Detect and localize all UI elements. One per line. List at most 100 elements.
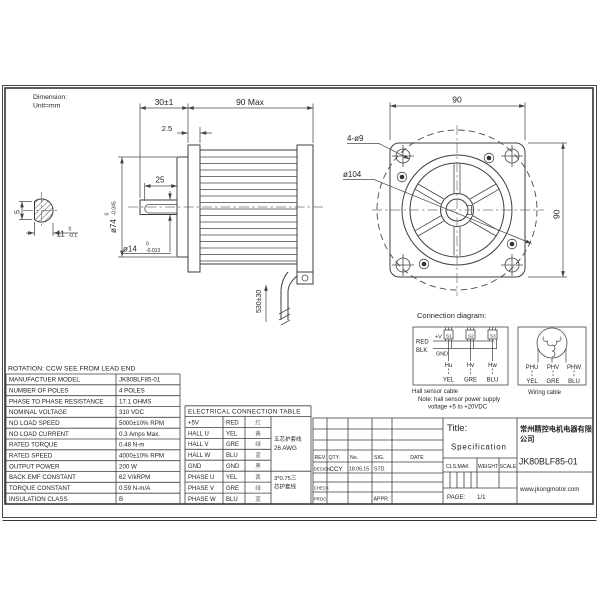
elec-table-title: ELECTRICAL CONNECTION TABLE: [188, 409, 301, 416]
company-name-line2: 公司: [520, 435, 534, 444]
spec-value: 0.48 N-m: [119, 442, 144, 449]
elec-color: RED: [226, 420, 239, 426]
elec-signal: PHASE U: [188, 475, 214, 481]
connection-title: Connection diagram:: [417, 311, 486, 320]
label-corner-holes: 4-ø9: [347, 134, 364, 143]
spec-label: MANUFACTUER MODEL: [9, 377, 80, 384]
hall-plusv-label: +V: [435, 335, 442, 341]
dim-boss-diameter: ø74: [109, 219, 118, 233]
hall-color-gre: GRE: [464, 378, 477, 384]
page-label: PAGE:: [447, 494, 466, 501]
wiring-diagram: PHU PHV PHW YEL GRE BLU: [517, 326, 587, 386]
title-value: Specification: [451, 443, 507, 452]
elec-cable1-line1: 五芯护套线: [274, 435, 302, 443]
wiring-pin-phu: PHU: [526, 365, 539, 371]
elec-signal: PHASE V: [188, 486, 214, 492]
hall-pin-hv: Hv: [467, 363, 474, 369]
title-label: Title:: [447, 423, 467, 434]
dim-shaft-tol-top: 0: [146, 242, 149, 248]
rev-header: REV.: [315, 455, 327, 461]
hall-note-1: Note: hall sensor power supply: [418, 397, 500, 403]
dim-keyway-length: 25: [156, 176, 165, 185]
elec-signal: HALL V: [188, 442, 208, 448]
dim-front-width: 90: [452, 95, 462, 105]
elec-color: YEL: [226, 431, 238, 437]
spec-value: B: [119, 496, 123, 503]
spec-value: 4 POLES: [119, 387, 145, 394]
shaft-section-view: 5 11 0 -0.1: [15, 192, 78, 239]
elec-signal: HALL W: [188, 453, 210, 459]
dim-cable-length: 530±30: [256, 290, 263, 313]
elec-cable2-line1: 3*0.75三: [274, 475, 297, 482]
no-header: No.: [350, 455, 358, 461]
spec-label: OUTPUT POWER: [9, 463, 60, 470]
hall-note-2: voltage +5 to +20VDC: [428, 405, 488, 411]
design-date: 18.06.15: [349, 466, 369, 472]
spec-value: 62 V/kRPM: [119, 474, 150, 481]
dim-across-flat: 11: [57, 230, 66, 239]
dim-boss-tol-bot: -0.045: [112, 201, 118, 215]
elec-color-cn: 绿: [255, 440, 261, 448]
wiring-color-blu: BLU: [568, 379, 580, 385]
motor-side-view: 30±1 90 Max 2.5 25 ø74 0 -0.045 ø14 0 -0…: [105, 97, 325, 326]
spec-label: TORQUE CONSTANT: [9, 485, 71, 492]
cls-mak-header: CLS.MAK: [446, 464, 469, 470]
title-block: REV. QTY. No. SIG. DATE DESIGN CCY 18.06…: [312, 417, 594, 505]
spec-value: 0.3 Amps Max.: [119, 431, 160, 438]
spec-value: 0.59 N-m/A: [119, 485, 151, 492]
spec-label: RATED SPEED: [9, 452, 53, 459]
spec-label: PHASE TO PHASE RESISTANCE: [9, 398, 104, 405]
rotation-note: ROTATION: CCW SEE FROM LEAD END: [8, 366, 135, 373]
elec-signal: HALL U: [188, 431, 209, 437]
hall-sensor-2: S2: [468, 334, 474, 339]
scale-header: SCALE: [500, 464, 517, 470]
elec-color: YEL: [226, 475, 238, 481]
electrical-connection-table: ELECTRICAL CONNECTION TABLE +5V RED 红 HA…: [184, 405, 312, 505]
spec-label: NO LOAD CURRENT: [9, 431, 69, 438]
hall-caption: Hall sensor cable: [412, 389, 459, 395]
company-name-line1: 常州精控电机电器有限: [520, 425, 593, 434]
wiring-color-gre: GRE: [546, 379, 559, 385]
hall-color-blu: BLU: [487, 378, 499, 384]
elec-cable1-line2: 26 AWG: [274, 445, 297, 452]
dim-shaft-tol-bot: -0.013: [146, 248, 160, 254]
elec-signal: PHASE W: [188, 497, 216, 503]
hall-pin-hw: Hw: [488, 363, 497, 369]
hall-color-yel: YEL: [443, 378, 455, 384]
spec-label: NUMBER OF POLES: [9, 387, 68, 394]
dim-total-length: 90 Max: [236, 97, 265, 107]
elec-color-cn: 绿: [255, 484, 261, 492]
elec-color: GND: [226, 464, 240, 470]
hall-sensor-3: S3: [490, 334, 496, 339]
spec-label: RATED TORQUE: [9, 442, 57, 449]
dimension-label: Dimension:: [33, 94, 67, 101]
spec-value: JK80BLF85-01: [119, 377, 161, 384]
dim-across-flat-tol-top: 0: [69, 227, 72, 233]
elec-signal: +5V: [188, 420, 199, 426]
assembly-screws: [396, 152, 518, 270]
elec-color: BLU: [226, 497, 238, 503]
spec-value: 200 W: [119, 463, 137, 470]
dim-shaft-extension: 30±1: [155, 97, 174, 107]
elec-color-cn: 黄: [255, 473, 261, 481]
dim-boss-tol-top: 0: [105, 213, 111, 216]
unit-label: Unit=mm: [33, 103, 61, 110]
page-value: 1/1: [477, 494, 486, 501]
elec-cable2-line2: 芯护套线: [274, 483, 297, 491]
design-label: DESIGN: [314, 466, 330, 471]
std-label: STD.: [374, 466, 386, 472]
hall-sensor-1: S1: [446, 334, 452, 339]
spec-table: MANUFACTUER MODEL JK80BLF85-01 NUMBER OF…: [5, 373, 181, 505]
dim-front-height: 90: [552, 209, 562, 219]
elec-color-cn: 蓝: [255, 495, 261, 503]
corner-mounting-holes: [392, 145, 523, 276]
spec-value: 17.1 OHMS: [119, 398, 151, 405]
hall-pin-hu: Hu: [445, 363, 453, 369]
connection-diagram: Connection diagram: S1 S2 S3 +V RED BLK …: [412, 311, 587, 411]
motor-front-view: 90 90 4-ø9 ø104: [343, 95, 567, 296]
appr-label: APPR.: [374, 496, 390, 502]
proc-label: PROC.: [314, 497, 328, 502]
spec-label: NOMINAL VOLTAGE: [9, 409, 67, 416]
